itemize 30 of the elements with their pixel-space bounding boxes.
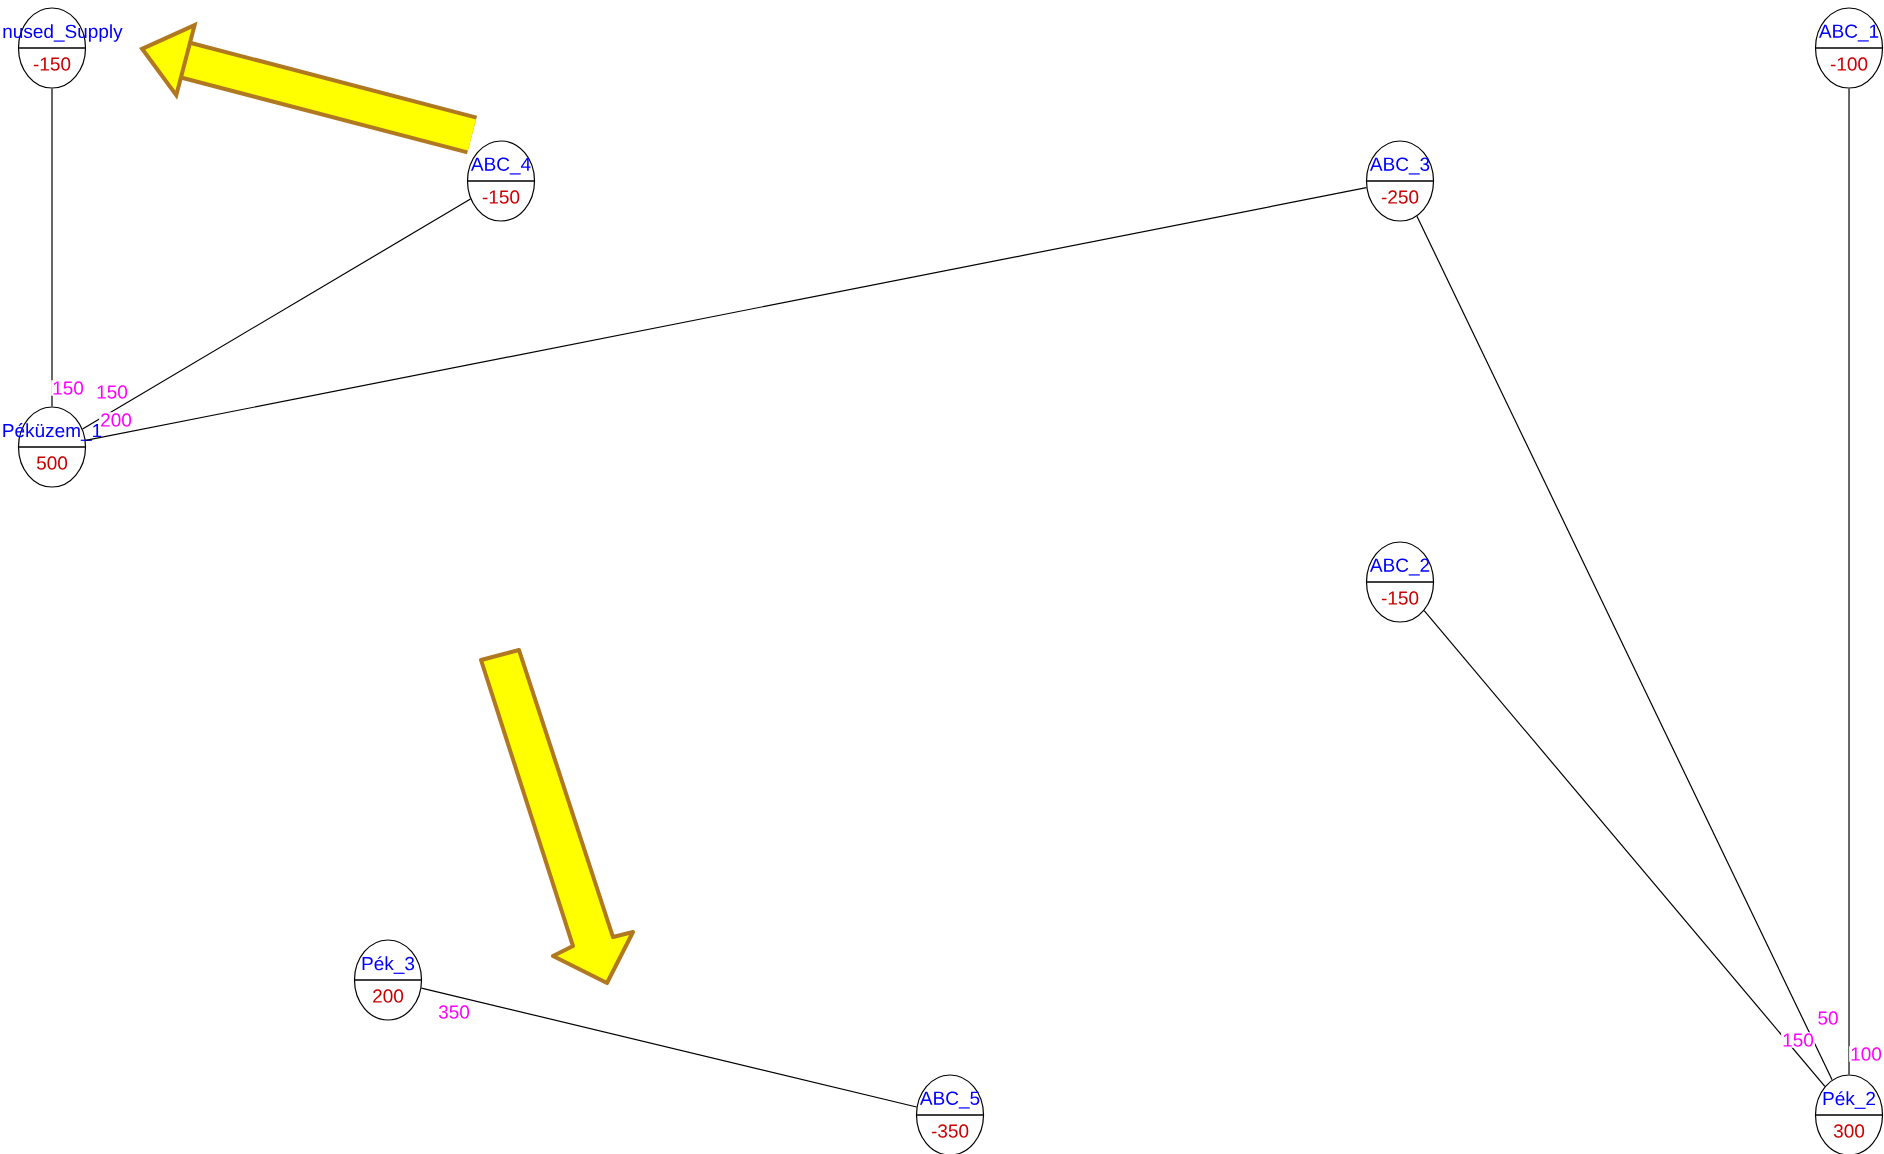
connector-line [51, 88, 53, 407]
node-value: 500 [36, 456, 68, 470]
node-value: 300 [1833, 1124, 1865, 1138]
node-value: -100 [1830, 57, 1868, 71]
node-name: ABC_1 [1818, 24, 1879, 42]
connector-line [1848, 88, 1850, 1075]
node-value: -250 [1381, 190, 1419, 204]
node-value: -350 [931, 1124, 969, 1138]
connector-line [420, 987, 918, 1108]
node-name: ABC_4 [470, 157, 531, 175]
edge-label: 50 [1816, 1010, 1840, 1026]
node-name: ABC_2 [1369, 558, 1430, 576]
node-name: ABC_5 [919, 1091, 980, 1109]
connector-line [85, 187, 1367, 441]
connector-line [1416, 215, 1833, 1081]
edge-label: 200 [99, 412, 133, 428]
connector-line [81, 198, 472, 430]
edge-label: 100 [1849, 1046, 1883, 1062]
edge-label: 150 [1781, 1032, 1815, 1048]
edge-label: 150 [51, 380, 85, 396]
node-value: 200 [373, 989, 404, 1003]
node-name: Pék_3 [362, 956, 415, 974]
edge-label: 150 [95, 384, 129, 400]
connector-line [1423, 610, 1826, 1087]
node-value: -150 [1381, 591, 1419, 605]
node-name: ABC_3 [1369, 157, 1430, 175]
node-name: Pék_2 [1823, 1091, 1875, 1109]
edge-label: 350 [437, 1004, 471, 1020]
node-value: -150 [33, 57, 71, 71]
node-value: -150 [482, 190, 520, 204]
